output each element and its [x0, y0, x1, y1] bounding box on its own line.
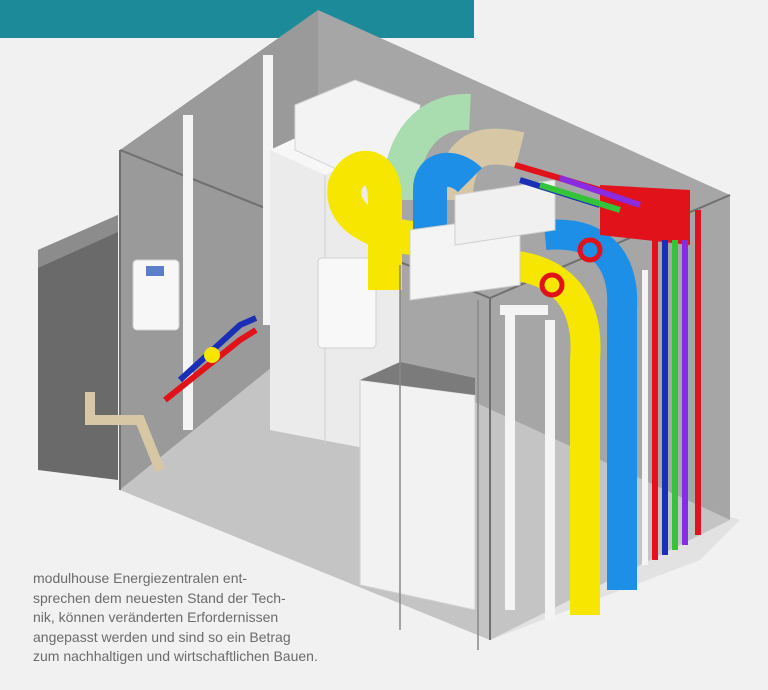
- control-box: [132, 259, 180, 331]
- pipe-navy: [177, 315, 258, 383]
- caption-line: nik, können veränderten Erfordernissen: [33, 609, 279, 625]
- caption-line: sprechen dem neuesten Stand der Tech-: [33, 589, 286, 606]
- caption-line: modulhouse Energiezentralen ent-: [33, 570, 248, 586]
- duct-blue: [413, 152, 483, 245]
- duct-blue-front: [543, 219, 638, 590]
- outdoor-unit-top: [38, 215, 118, 268]
- outdoor-unit: [38, 215, 118, 480]
- caption-line: zum nachhaltigen und wirtschaftlichen Ba…: [33, 648, 318, 664]
- storage-cabinet: [359, 379, 476, 611]
- duct-mint: [382, 93, 471, 201]
- wall-pipe: [183, 115, 193, 430]
- wall-pipe: [263, 55, 273, 325]
- caption-line: angepasst werden und sind so ein Betrag: [33, 628, 291, 645]
- caption: modulhouse Energiezentralen ent- spreche…: [33, 569, 333, 667]
- drain-pipe: [85, 392, 165, 472]
- frame-post: [545, 320, 555, 620]
- pipe-red: [163, 327, 258, 403]
- duct-yellow-front: [508, 250, 601, 615]
- frame-post: [505, 310, 515, 610]
- header-banner: [0, 0, 474, 38]
- valve: [204, 347, 220, 363]
- electric-box: [317, 257, 377, 349]
- duct-yellow: [327, 150, 432, 290]
